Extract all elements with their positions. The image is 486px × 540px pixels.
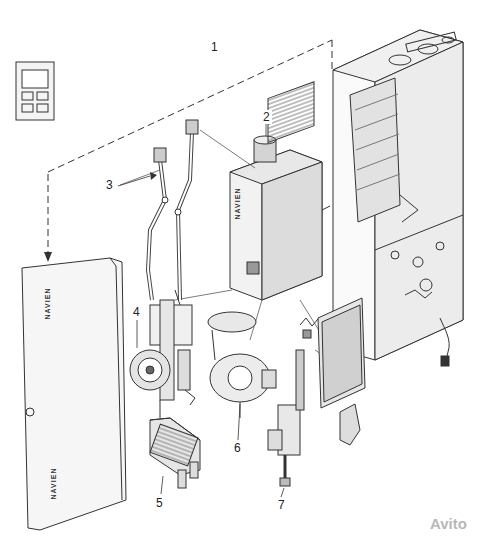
- callout-number: 5: [154, 496, 165, 510]
- combustion-chamber: [230, 82, 330, 300]
- brand-text: NAVIEN: [50, 468, 57, 500]
- callout-number: 1: [209, 40, 220, 54]
- pump-assembly: [130, 290, 195, 405]
- callout-number: 3: [104, 178, 115, 192]
- watermark: Avito: [430, 516, 467, 531]
- callout-number: 6: [232, 441, 243, 455]
- brand-text: NAVIEN: [234, 188, 241, 220]
- callout-number: 2: [261, 110, 272, 124]
- remote-control: [16, 62, 54, 120]
- callout-leaders: [118, 124, 284, 497]
- assembly-lines: [120, 130, 330, 360]
- callout-number: 4: [131, 305, 142, 319]
- callout-number: 7: [276, 498, 287, 512]
- control-board: [300, 298, 365, 445]
- front-panel: [22, 258, 126, 530]
- gas-valve: [268, 350, 304, 486]
- plate-heat-exchanger: [150, 400, 200, 488]
- combustion-fan: [208, 312, 276, 418]
- water-pipes: [148, 120, 198, 300]
- brand-text: NAVIEN: [44, 288, 51, 320]
